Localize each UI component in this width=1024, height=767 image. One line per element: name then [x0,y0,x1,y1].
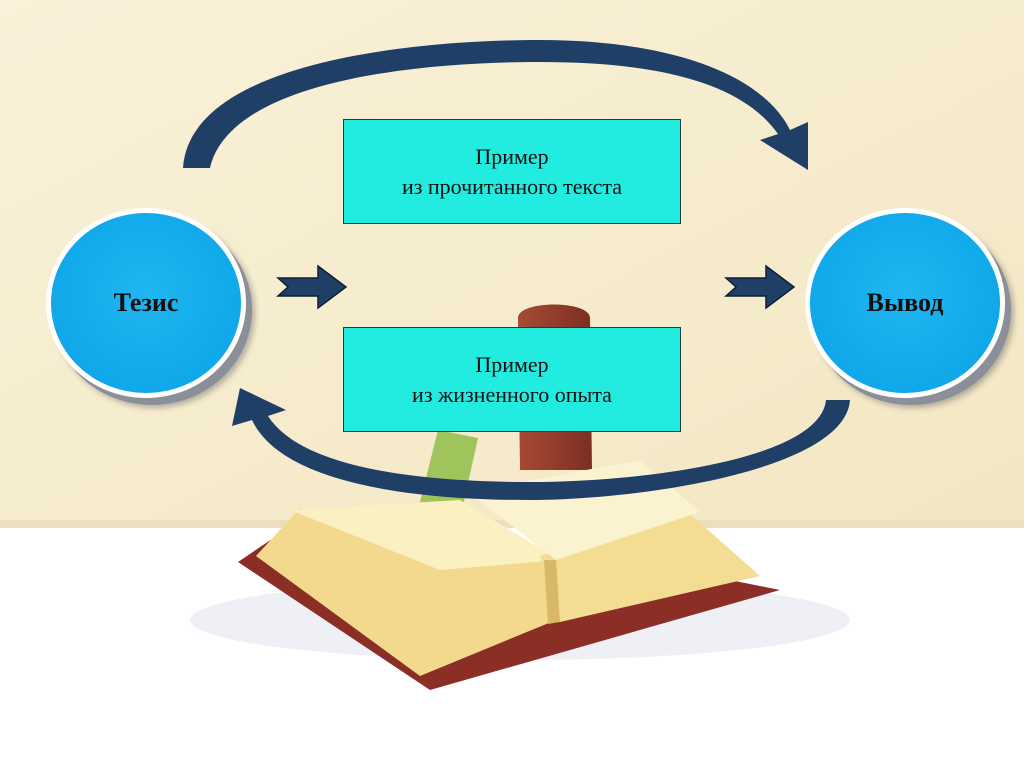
conclusion-label: Вывод [867,288,944,318]
example-read-line2: из прочитанного текста [402,172,622,202]
example-read-box: Пример из прочитанного текста [343,119,681,224]
example-life-line1: Пример [475,350,548,380]
example-life-line2: из жизненного опыта [412,380,612,410]
example-life-box: Пример из жизненного опыта [343,327,681,432]
conclusion-circle: Вывод [805,208,1005,398]
example-read-line1: Пример [475,142,548,172]
thesis-circle: Тезис [46,208,246,398]
thesis-label: Тезис [114,288,179,318]
